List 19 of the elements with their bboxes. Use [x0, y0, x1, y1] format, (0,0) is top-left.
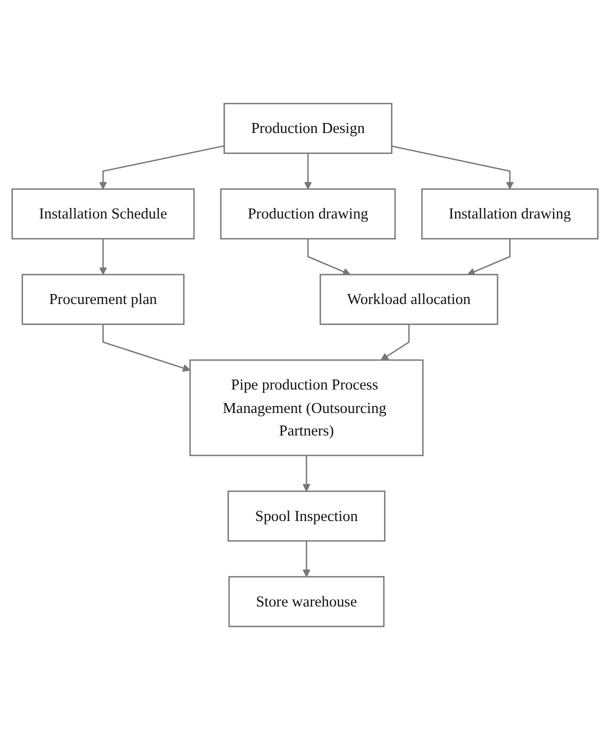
arrow — [102, 324, 190, 372]
arrow — [380, 324, 410, 360]
arrow — [304, 152, 312, 189]
arrow — [306, 238, 350, 275]
node-box: Spool Inspection — [227, 490, 385, 542]
node-box: Installation Schedule — [11, 188, 194, 239]
arrow — [302, 454, 310, 492]
node-box: Production drawing — [220, 188, 396, 239]
node-box: Store warehouse — [228, 576, 384, 627]
arrow — [98, 144, 224, 189]
node-box: Workload allocation — [319, 273, 498, 324]
arrow — [391, 144, 514, 189]
node-box: Pipe production Process Management (Outsourcing Partners) — [188, 358, 424, 456]
arrow — [302, 540, 310, 577]
arrow — [98, 238, 107, 274]
arrow — [466, 238, 510, 275]
node-box: Installation drawing — [420, 188, 598, 239]
node-box: Procurement plan — [21, 273, 184, 324]
node-box: Production Design — [223, 102, 392, 154]
